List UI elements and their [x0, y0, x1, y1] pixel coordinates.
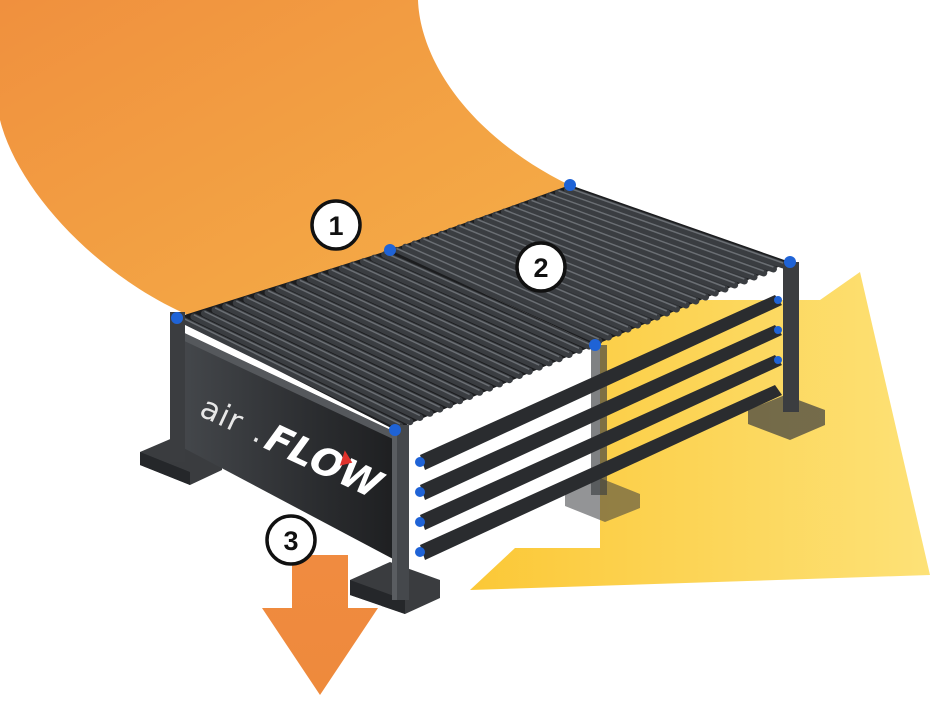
deck2-tube-highlight — [477, 218, 687, 304]
logo-red-mark — [339, 450, 353, 466]
deck1-tube — [275, 285, 494, 392]
deck1-tube-highlight — [331, 269, 540, 366]
deck2-tube — [393, 246, 603, 345]
deck2-tube-highlight — [405, 244, 609, 336]
deck2-tube-highlight — [414, 241, 619, 332]
front-panel — [178, 330, 395, 560]
front-left-post — [170, 312, 185, 462]
deck1-tube — [338, 265, 553, 367]
callout-3: 3 — [265, 514, 317, 566]
deck1-tube-highlight — [341, 265, 550, 362]
deck2-tube — [546, 192, 768, 277]
deck1-tube-highlight — [214, 307, 431, 412]
deck1-tube-highlight — [182, 317, 401, 425]
deck1-tube — [370, 254, 583, 354]
deck2-tube-highlight — [504, 209, 716, 292]
deck1-tube-highlight — [246, 296, 460, 400]
deck1-tube — [243, 296, 464, 405]
deck1-tube — [328, 268, 543, 371]
deck1-tube-highlight — [310, 276, 520, 375]
deck2-tube — [501, 208, 719, 297]
deck1-tube — [296, 278, 513, 384]
deck1-tube-highlight — [373, 255, 580, 349]
deck1-tube — [201, 309, 424, 421]
deck1-tube-highlight — [320, 272, 530, 370]
deck1-tube — [285, 282, 503, 388]
deck1-tube-highlight — [278, 286, 490, 387]
deck1-tube — [349, 261, 563, 363]
callout-3-label: 3 — [283, 526, 298, 556]
deck1-tube — [307, 275, 523, 379]
deck2-tube-highlight — [549, 193, 765, 272]
deck1-tube — [190, 313, 414, 426]
deck2-tube-highlight — [468, 222, 677, 308]
deck1-tube — [232, 299, 454, 409]
deck2-tube-highlight — [396, 247, 600, 340]
deck1-tube — [254, 292, 474, 400]
deck1-tube — [222, 302, 444, 413]
deck2-tube — [519, 202, 739, 289]
top-deck-module-2 — [390, 185, 790, 345]
rear-right-post — [783, 262, 799, 412]
deck2-tube-highlight — [486, 215, 697, 300]
deck2-tube-highlight — [558, 190, 774, 268]
deck1-tube-highlight — [193, 314, 411, 421]
deck2-tube — [537, 195, 758, 281]
deck1-tube-highlight — [352, 262, 560, 358]
deck1-tube — [211, 306, 434, 417]
deck2-tube — [555, 189, 777, 273]
deck2-tube — [465, 221, 680, 313]
deck1-tube-highlight — [363, 258, 570, 354]
deck2-tube — [474, 218, 690, 309]
deck1-tube-highlight — [299, 279, 510, 379]
callout-1-label: 1 — [328, 211, 343, 241]
deck2-tube-highlight — [495, 212, 706, 296]
deck2-tube — [411, 240, 622, 337]
deck1-tube-highlight — [288, 283, 500, 383]
deck1-tube — [264, 289, 484, 396]
deck1-tube — [360, 258, 573, 358]
blue-connectors — [171, 179, 796, 436]
downward-air-flow-arrow — [262, 555, 378, 695]
deck1-tube-highlight — [267, 289, 480, 391]
deck1-tube — [179, 316, 404, 430]
callout-2-label: 2 — [533, 253, 548, 283]
deck1-tube-highlight — [225, 303, 441, 408]
deck2-tube — [528, 198, 748, 285]
callout-2: 2 — [515, 241, 567, 293]
deck2-tube-highlight — [522, 202, 735, 284]
deck1-tube-highlight — [384, 252, 590, 345]
deck1-tube-highlight — [257, 293, 470, 396]
deck1-tube — [317, 271, 533, 375]
deck2-tube-highlight — [540, 196, 755, 276]
deck1-tube-highlight — [235, 300, 451, 404]
lower-tube-layers — [415, 295, 782, 560]
top-deck-module-1 — [175, 250, 595, 430]
deck2-tube — [492, 211, 710, 301]
deck2-tube-highlight — [531, 199, 745, 280]
deck1-tube — [381, 251, 593, 350]
deck1-tube-highlight — [204, 310, 421, 417]
deck2-tube-highlight — [513, 206, 726, 288]
deck2-tube — [564, 186, 787, 269]
deck2-tube — [510, 205, 729, 293]
deck2-tube-highlight — [567, 186, 784, 264]
deck2-tube — [483, 214, 700, 305]
deck2-tube — [402, 243, 613, 341]
callout-1: 1 — [310, 199, 362, 251]
